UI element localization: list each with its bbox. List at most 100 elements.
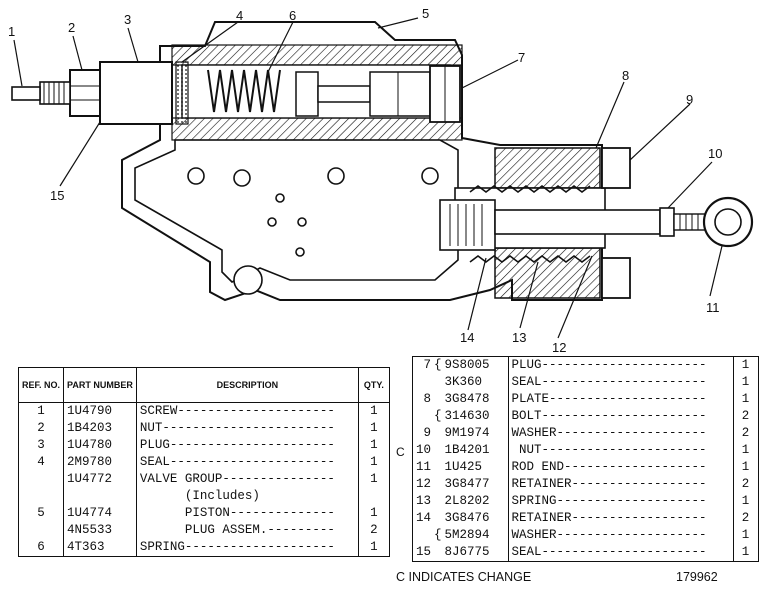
table-row: (Includes)	[18, 488, 390, 505]
table-header-row: REF. NO. PART NUMBER DESCRIPTION QTY.	[18, 367, 390, 403]
qty: 1	[741, 375, 750, 389]
qty: 1	[741, 460, 750, 474]
ref-no: 9	[423, 426, 432, 440]
spring-lower	[469, 185, 591, 193]
part-number: 2L8202	[441, 493, 509, 510]
callout-11: 11	[706, 300, 720, 315]
description: SCREW---------------------	[136, 402, 359, 420]
part-number: 8J6775	[441, 544, 509, 562]
part-number: 4T363	[63, 539, 137, 557]
change-note: C INDICATES CHANGE	[396, 570, 532, 584]
ref-no	[413, 527, 435, 544]
part-number: 5M2894	[441, 527, 509, 544]
part-number: 1U4790	[63, 402, 137, 420]
qty: 1	[370, 506, 378, 520]
qty	[358, 488, 389, 505]
part-number: 4N5533	[63, 522, 137, 539]
callout-12: 12	[552, 340, 566, 355]
part-number: 1B4201	[441, 442, 509, 459]
ref-no: 10	[416, 443, 432, 457]
table-row: 4N5533 PLUG ASSEM.--------- 2	[18, 522, 390, 539]
header-qty: QTY.	[358, 367, 390, 403]
description: NUT-----------------------	[136, 420, 359, 437]
brace	[434, 425, 442, 442]
qty: 2	[741, 409, 750, 423]
description: NUT----------------------	[508, 442, 734, 459]
part-number: 1U4774	[63, 505, 137, 522]
callout-9: 9	[686, 92, 693, 107]
ref-no: 11	[416, 460, 432, 474]
table-row: 10 1B4201 NUT---------------------- 1	[413, 442, 759, 459]
description: SPRING--------------------	[508, 493, 734, 510]
callout-3: 3	[124, 12, 131, 27]
brace	[434, 391, 442, 408]
qty: 1	[370, 455, 378, 469]
description: WASHER--------------------	[508, 527, 734, 544]
valve-cross-section-diagram: 1 2 3 4 5 6 7 8 9 10 11 12 13 14 15	[8, 6, 754, 355]
part-number: 1U4772	[63, 471, 137, 488]
change-marker: C	[396, 445, 405, 459]
qty: 1	[370, 404, 378, 418]
callout-10: 10	[708, 146, 722, 161]
description: VALVE GROUP---------------	[136, 471, 359, 488]
callout-14: 14	[460, 330, 474, 345]
brace	[434, 459, 442, 476]
part-number: 2M9780	[63, 454, 137, 471]
figure-number: 179962	[676, 570, 718, 584]
part-number: 3G8477	[441, 476, 509, 493]
description: ROD END-------------------	[508, 459, 734, 476]
qty: 2	[741, 511, 750, 525]
qty: 2	[741, 426, 750, 440]
callout-1: 1	[8, 24, 15, 39]
qty: 1	[741, 443, 750, 457]
part-number: 9S8005	[441, 356, 509, 374]
ref-no: 15	[416, 545, 432, 559]
qty: 1	[370, 472, 378, 486]
qty: 2	[370, 523, 378, 537]
ref-no: 3	[18, 437, 65, 454]
callout-6: 6	[289, 8, 296, 23]
description: BOLT----------------------	[508, 408, 734, 425]
ref-no: 8	[423, 392, 432, 406]
part-number: 1B4203	[63, 420, 137, 437]
description: PLATE---------------------	[508, 391, 734, 408]
part-number: 314630	[441, 408, 509, 425]
part-number: 3K360	[441, 374, 509, 391]
ref-no: 1	[18, 402, 65, 420]
qty: 1	[370, 438, 378, 452]
brace	[434, 510, 442, 527]
qty: 1	[370, 540, 378, 554]
ref-no: 6	[18, 539, 65, 557]
description: PLUG----------------------	[508, 356, 734, 374]
part-number	[63, 488, 137, 505]
brace	[434, 544, 442, 562]
description: PLUG ASSEM.---------	[136, 522, 359, 539]
ref-no	[18, 522, 65, 539]
description: RETAINER------------------	[508, 476, 734, 493]
qty: 1	[370, 421, 378, 435]
description: SEAL----------------------	[508, 374, 734, 391]
header-ref-no: REF. NO.	[18, 367, 65, 403]
ref-no: 14	[416, 511, 432, 525]
ref-no: 2	[18, 420, 65, 437]
qty: 2	[741, 477, 750, 491]
description: SEAL----------------------	[508, 544, 734, 562]
header-part-number: PART NUMBER	[63, 367, 137, 403]
ref-no: 12	[416, 477, 432, 491]
ref-no	[18, 488, 65, 505]
callout-15: 15	[50, 188, 64, 203]
